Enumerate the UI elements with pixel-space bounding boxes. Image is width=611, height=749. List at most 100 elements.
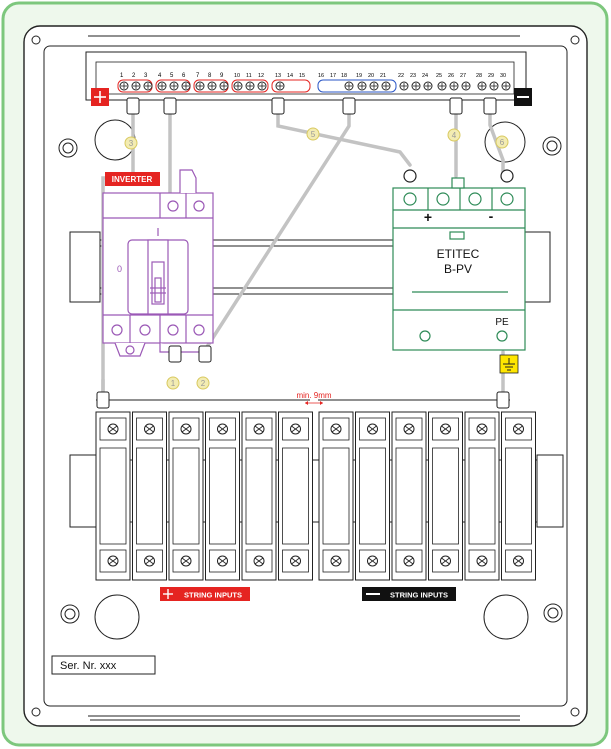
fuse-holders xyxy=(95,411,536,581)
terminal-screw xyxy=(257,81,267,91)
terminal-screw xyxy=(501,81,511,91)
terminal-screws xyxy=(119,81,511,91)
enclosure-inner xyxy=(43,45,568,707)
terminal-num: 29 xyxy=(488,73,494,79)
terminal-num: 6 xyxy=(182,73,186,79)
wire-marker-label: 4 xyxy=(452,131,457,140)
spd-minus-label: - xyxy=(489,208,494,224)
serial-number-label: Ser. Nr. xxx xyxy=(60,660,117,672)
fuse-holder xyxy=(318,411,354,581)
min-gap-annotation: min. 9mm xyxy=(296,391,332,405)
terminal-screw xyxy=(169,81,179,91)
terminal-num: 21 xyxy=(380,73,386,79)
string-inputs-pos-label: STRING INPUTS xyxy=(184,591,242,600)
terminal-screw xyxy=(245,81,255,91)
terminal-num: 25 xyxy=(436,73,442,79)
terminal-num: 24 xyxy=(422,73,428,79)
spd-model-line2: B-PV xyxy=(444,262,472,276)
fuse-holder xyxy=(241,411,277,581)
fuse-holder xyxy=(391,411,427,581)
terminal-screw xyxy=(119,81,129,91)
spd-labels: + - ETITEC B-PV PE xyxy=(424,208,509,328)
terminal-screw xyxy=(369,81,379,91)
terminal-screw xyxy=(344,81,354,91)
serial-number-box: Ser. Nr. xxx xyxy=(51,655,156,675)
terminal-screw xyxy=(477,81,487,91)
terminal-num: 13 xyxy=(275,73,281,79)
terminal-num: 14 xyxy=(287,73,293,79)
dc-isolator-switch: 0 xyxy=(102,169,214,357)
terminal-num: 12 xyxy=(258,73,264,79)
terminal-screw xyxy=(181,81,191,91)
terminal-screw xyxy=(423,81,433,91)
fuse-holder xyxy=(205,411,240,581)
wire-marker-label: 1 xyxy=(171,379,176,388)
corner-screws xyxy=(31,35,580,717)
terminal-screw xyxy=(195,81,205,91)
fuse-holder xyxy=(428,411,463,581)
terminal-screw xyxy=(357,81,367,91)
spd-device xyxy=(392,169,526,351)
terminal-group-10: 28 29 30 xyxy=(476,73,506,79)
terminal-screw xyxy=(411,81,421,91)
wire-ferrules-top xyxy=(126,97,497,115)
terminal-num: 17 xyxy=(330,73,336,79)
terminal-num: 10 xyxy=(234,73,240,79)
fuse-holder xyxy=(168,411,204,581)
strip-minus-badge xyxy=(514,88,532,106)
wire-markers: 3 5 4 6 1 2 xyxy=(124,127,509,390)
terminal-num: 8 xyxy=(208,73,212,79)
strip-plus-badge xyxy=(91,88,109,106)
terminal-num: 5 xyxy=(170,73,174,79)
spd-model-line1: ETITEC xyxy=(437,247,480,261)
mounting-holes xyxy=(58,119,563,640)
terminal-group-9: 25 26 27 xyxy=(436,73,466,79)
fuse-holder xyxy=(95,411,131,581)
terminal-screw xyxy=(437,81,447,91)
string-inputs-neg: STRING INPUTS xyxy=(362,587,456,601)
string-inputs-neg-label: STRING INPUTS xyxy=(390,591,448,600)
terminal-num: 4 xyxy=(158,73,162,79)
terminal-num: 20 xyxy=(368,73,374,79)
terminal-screw xyxy=(399,81,409,91)
fuse-holder xyxy=(355,411,390,581)
terminal-num: 3 xyxy=(144,73,148,79)
min-gap-label: min. 9mm xyxy=(296,391,331,400)
terminal-num: 15 xyxy=(299,73,305,79)
terminal-screw xyxy=(131,81,141,91)
string-inputs-pos: STRING INPUTS xyxy=(160,587,250,601)
wire-marker-label: 3 xyxy=(129,139,134,148)
terminal-screw xyxy=(207,81,217,91)
terminal-num: 2 xyxy=(132,73,136,79)
terminal-screw xyxy=(143,81,153,91)
terminal-screw xyxy=(461,81,471,91)
terminal-screw xyxy=(157,81,167,91)
terminal-num: 26 xyxy=(448,73,454,79)
terminal-group-8: 22 23 24 xyxy=(398,73,428,79)
top-hatch xyxy=(88,35,520,721)
fuse-holder xyxy=(501,411,536,581)
wire-marker-label: 6 xyxy=(500,138,505,147)
terminal-num: 30 xyxy=(500,73,506,79)
fuse-holder xyxy=(278,411,313,581)
terminal-num: 28 xyxy=(476,73,482,79)
terminal-num: 11 xyxy=(246,73,252,79)
terminal-screw xyxy=(381,81,391,91)
terminal-num: 7 xyxy=(196,73,200,79)
inverter-label-text: INVERTER xyxy=(112,175,153,184)
terminal-num: 27 xyxy=(460,73,466,79)
terminal-screw xyxy=(219,81,229,91)
terminal-num: 23 xyxy=(410,73,416,79)
fuse-holder xyxy=(464,411,500,581)
terminal-screw xyxy=(449,81,459,91)
ground-icon xyxy=(499,354,519,374)
terminal-screw xyxy=(489,81,499,91)
terminal-num: 18 xyxy=(341,73,347,79)
terminal-num: 1 xyxy=(120,73,124,79)
wire-marker-label: 5 xyxy=(311,130,316,139)
wire-ferrules-bottom xyxy=(96,345,510,409)
terminal-screw xyxy=(275,81,285,91)
wire-marker-label: 2 xyxy=(201,379,206,388)
terminal-num: 9 xyxy=(220,73,224,79)
